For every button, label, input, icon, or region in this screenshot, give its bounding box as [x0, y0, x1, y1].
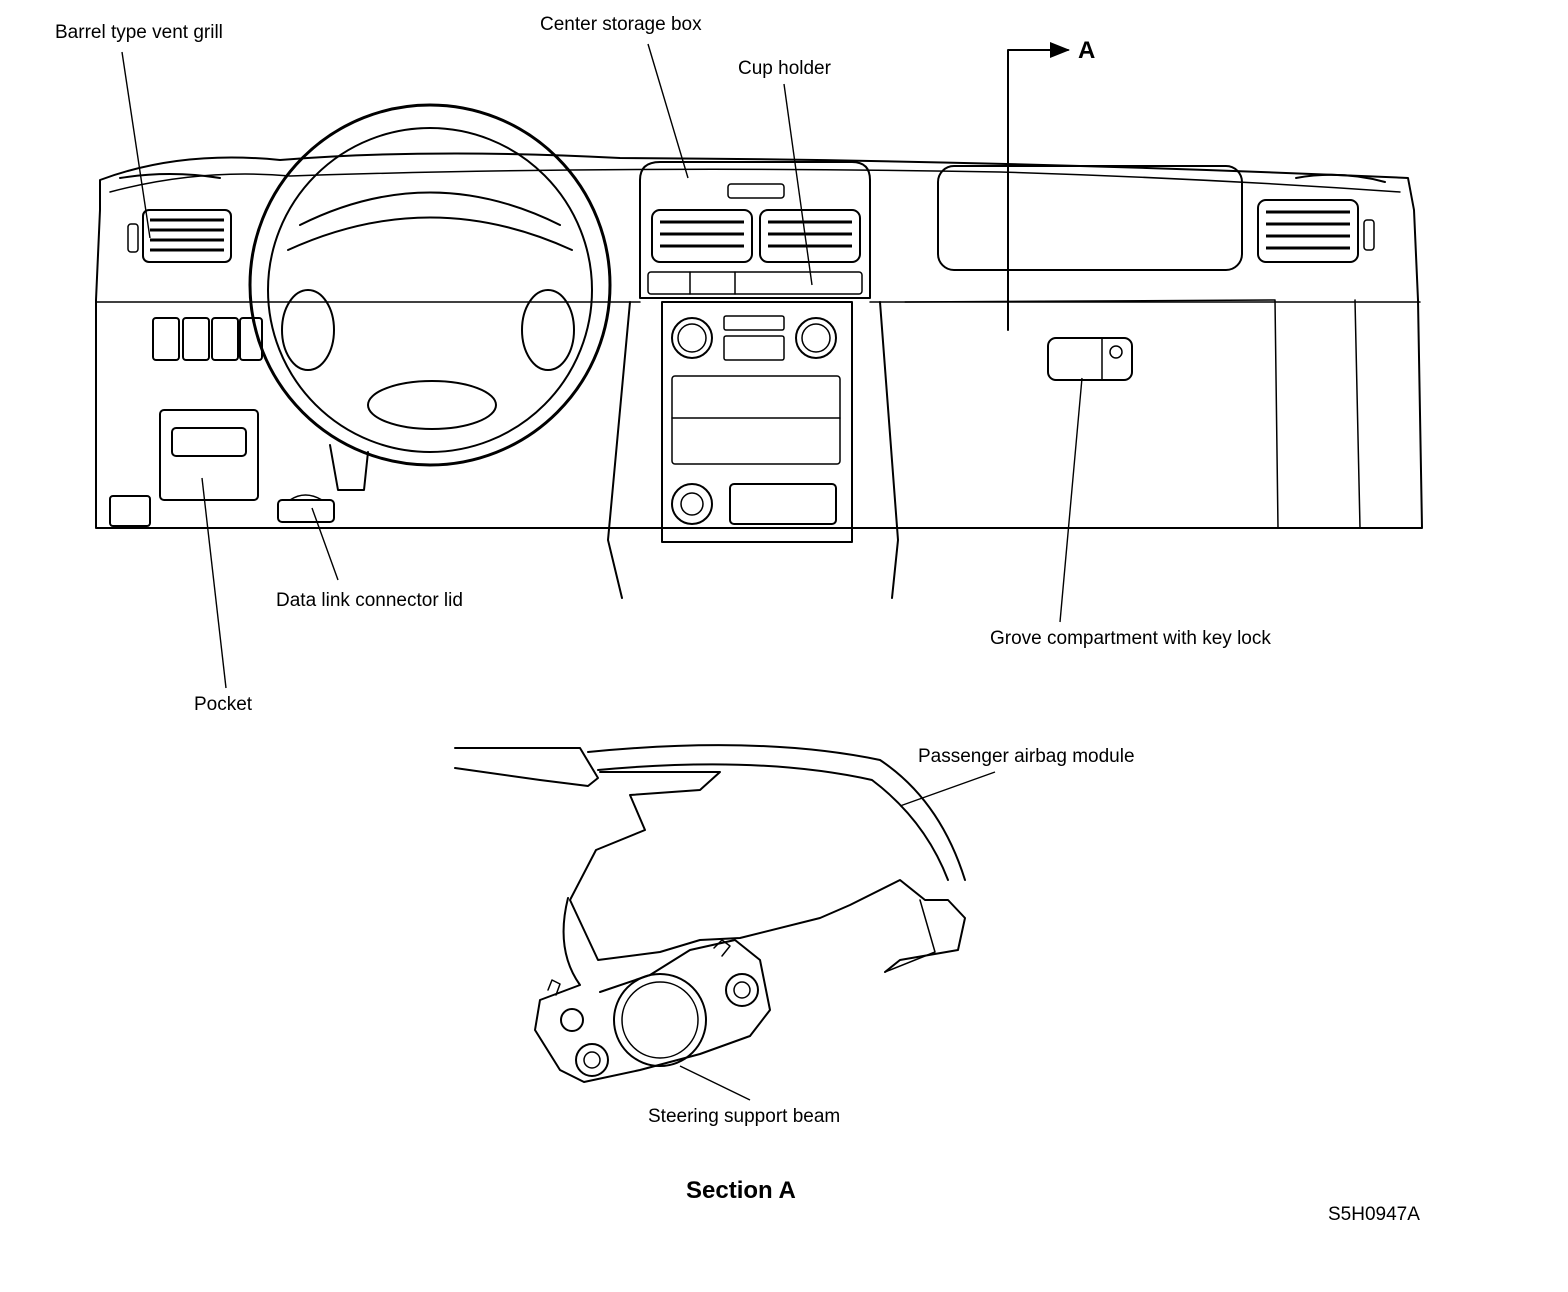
label-pocket: Pocket [194, 694, 253, 715]
dashboard-drawing [95, 152, 1423, 529]
section-title: Section A [686, 1177, 796, 1204]
section-a-marker [1007, 42, 1070, 331]
label-glove-box: Grove compartment with key lock [990, 628, 1271, 649]
section-a-drawing [454, 744, 966, 1083]
leader-lines [121, 43, 1083, 1101]
label-cup-holder: Cup holder [738, 58, 832, 79]
lower-left-tab [109, 495, 151, 527]
center-stack [607, 301, 899, 599]
center-storage-box [639, 161, 871, 299]
label-airbag: Passenger airbag module [918, 746, 1135, 767]
figure-code: S5H0947A [1328, 1204, 1420, 1225]
right-vent [1257, 173, 1386, 263]
label-steering-beam: Steering support beam [648, 1106, 840, 1127]
center-vents [651, 209, 861, 263]
label-data-link: Data link connector lid [276, 590, 463, 611]
data-link-connector-lid [277, 494, 335, 523]
pocket [159, 409, 259, 501]
label-center-storage: Center storage box [540, 14, 702, 35]
glove-compartment [937, 165, 1243, 381]
left-vent [119, 173, 232, 263]
switch-bank [152, 317, 263, 361]
steering-wheel [248, 103, 612, 491]
label-section-marker: A [1078, 37, 1095, 64]
label-barrel-vent: Barrel type vent grill [55, 22, 223, 43]
